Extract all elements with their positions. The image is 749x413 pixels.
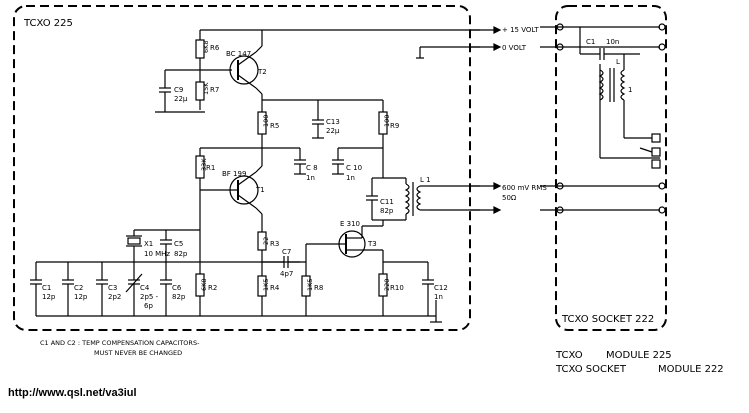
x1-label: X1 — [144, 240, 153, 248]
r9-value: 100 — [383, 115, 391, 127]
socket-pin-b — [651, 147, 661, 157]
r10-label: R10 — [390, 284, 404, 292]
inductor-l1 — [404, 183, 410, 215]
fet-t3 — [338, 230, 366, 258]
r5-value: 100 — [262, 115, 270, 127]
c4-value: 2p5 - — [140, 293, 159, 301]
socket-l-label: L — [616, 58, 620, 66]
c3-value: 2p2 — [108, 293, 121, 301]
c9-value: 22µ — [174, 95, 188, 103]
t3-label: T3 — [367, 240, 377, 248]
c8-label: C 8 — [306, 164, 318, 172]
r5-label: R5 — [270, 122, 279, 130]
socket-title: TCXO SOCKET 222 — [561, 314, 654, 325]
r2-label: R2 — [208, 284, 217, 292]
t1-type: BF 199 — [222, 170, 246, 178]
caption-line2-b: MODULE 222 — [658, 364, 724, 375]
c13-label: C13 — [326, 118, 340, 126]
c13-value: 22µ — [326, 127, 340, 135]
caption-line1-a: TCXO — [555, 350, 583, 361]
crystal-x1 — [127, 237, 141, 245]
module-225-border — [13, 5, 471, 331]
note-line-1: C1 AND C2 : TEMP COMPENSATION CAPACITORS… — [40, 339, 200, 347]
socket-222-border — [555, 5, 667, 331]
r4-label: R4 — [270, 284, 280, 292]
c11-value: 82p — [380, 207, 394, 215]
r1-value: 33K — [200, 158, 208, 171]
r2-value: 6K8 — [200, 278, 208, 291]
r7-value: 15K — [202, 82, 210, 95]
c12-label: C12 — [434, 284, 448, 292]
c5-label: C5 — [174, 240, 183, 248]
socket-c1-label: C1 — [586, 38, 595, 46]
c2-value: 12p — [74, 293, 88, 301]
supply-pos-label: + 15 VOLT — [502, 26, 539, 34]
socket-c1-value: 10n — [606, 38, 619, 46]
c11-label: C11 — [380, 198, 394, 206]
socket-inductor — [598, 69, 604, 101]
r8-value: 1K5 — [306, 278, 314, 291]
r3-label: R3 — [270, 240, 279, 248]
c7-label: C7 — [282, 248, 291, 256]
c4-label: C4 — [140, 284, 150, 292]
output-label: 600 mV RMS — [502, 184, 547, 192]
note-line-2: MUST NEVER BE CHANGED — [94, 349, 182, 357]
source-url: http://www.qsl.net/va3iul — [8, 387, 137, 399]
r8-label: R8 — [314, 284, 323, 292]
x1-value: 10 MHz — [144, 250, 170, 258]
c10-label: C 10 — [346, 164, 362, 172]
t3-type: E 310 — [340, 220, 360, 228]
c12-value: 1n — [434, 293, 443, 301]
l1-label: L 1 — [420, 176, 431, 184]
c10-value: 1n — [346, 174, 355, 182]
c2-label: C2 — [74, 284, 83, 292]
c7-value: 4p7 — [280, 270, 293, 278]
c5-value: 82p — [174, 250, 188, 258]
socket-pin-a — [651, 133, 661, 143]
module-title: TCXO 225 — [23, 18, 73, 29]
output-impedance: 50Ω — [502, 194, 517, 202]
t2-type: BC 147 — [226, 50, 251, 58]
c1-label: C1 — [42, 284, 51, 292]
c6-label: C6 — [172, 284, 182, 292]
caption-line1-b: MODULE 225 — [606, 350, 672, 361]
c4-value-2: 6p — [144, 302, 153, 310]
supply-gnd-label: 0 VOLT — [502, 44, 527, 52]
c9-label: C9 — [174, 86, 183, 94]
transistor-t2 — [229, 55, 259, 85]
r1-label: R1 — [206, 164, 215, 172]
c1-value: 12p — [42, 293, 56, 301]
r9-label: R9 — [390, 122, 399, 130]
caption-line2-a: TCXO SOCKET — [555, 364, 627, 375]
r7-label: R7 — [210, 86, 219, 94]
c8-value: 1n — [306, 174, 315, 182]
socket-pin-c — [651, 159, 661, 169]
t1-label: T1 — [255, 186, 265, 194]
r6-label: R6 — [210, 44, 220, 52]
c6-value: 82p — [172, 293, 186, 301]
socket-l-number: 1 — [628, 86, 632, 94]
c3-label: C3 — [108, 284, 117, 292]
r10-value: 220 — [383, 279, 391, 291]
t2-label: T2 — [257, 68, 267, 76]
r6-value: 6K8 — [202, 40, 210, 53]
r3-value: 22 — [262, 237, 270, 245]
r4-value: 1K5 — [262, 278, 270, 291]
